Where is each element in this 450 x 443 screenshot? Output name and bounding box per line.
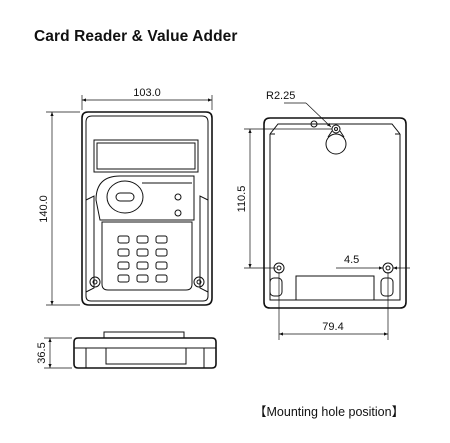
card-reader-area [95, 175, 195, 221]
keyhole-mount [325, 124, 347, 155]
screw-icon [193, 276, 205, 288]
front-view: 103.0 140.0 [38, 87, 213, 306]
mounting-hole-caption: 【Mounting hole position】 [254, 405, 405, 419]
radius-dimension-label: R2.25 [266, 90, 295, 102]
hole-horizontal-dimension-label: 79.4 [322, 321, 343, 333]
keypad [101, 221, 193, 291]
mounting-hole-icon [382, 262, 394, 274]
hole-vertical-dimension-label: 110.5 [236, 186, 248, 213]
led-indicator [174, 209, 182, 217]
screw-icon [89, 276, 101, 288]
back-view: R2.25 110.5 79.4 4.5 [236, 90, 410, 340]
bottom-view: 36.5 [36, 331, 217, 369]
hole-offset-dimension-label: 4.5 [344, 254, 359, 266]
display-window [93, 139, 199, 173]
led-indicator [174, 193, 182, 201]
page-title: Card Reader & Value Adder [34, 28, 238, 45]
width-dimension-label: 103.0 [133, 87, 161, 99]
depth-dimension-label: 36.5 [36, 342, 48, 363]
height-dimension-label: 140.0 [38, 195, 50, 223]
